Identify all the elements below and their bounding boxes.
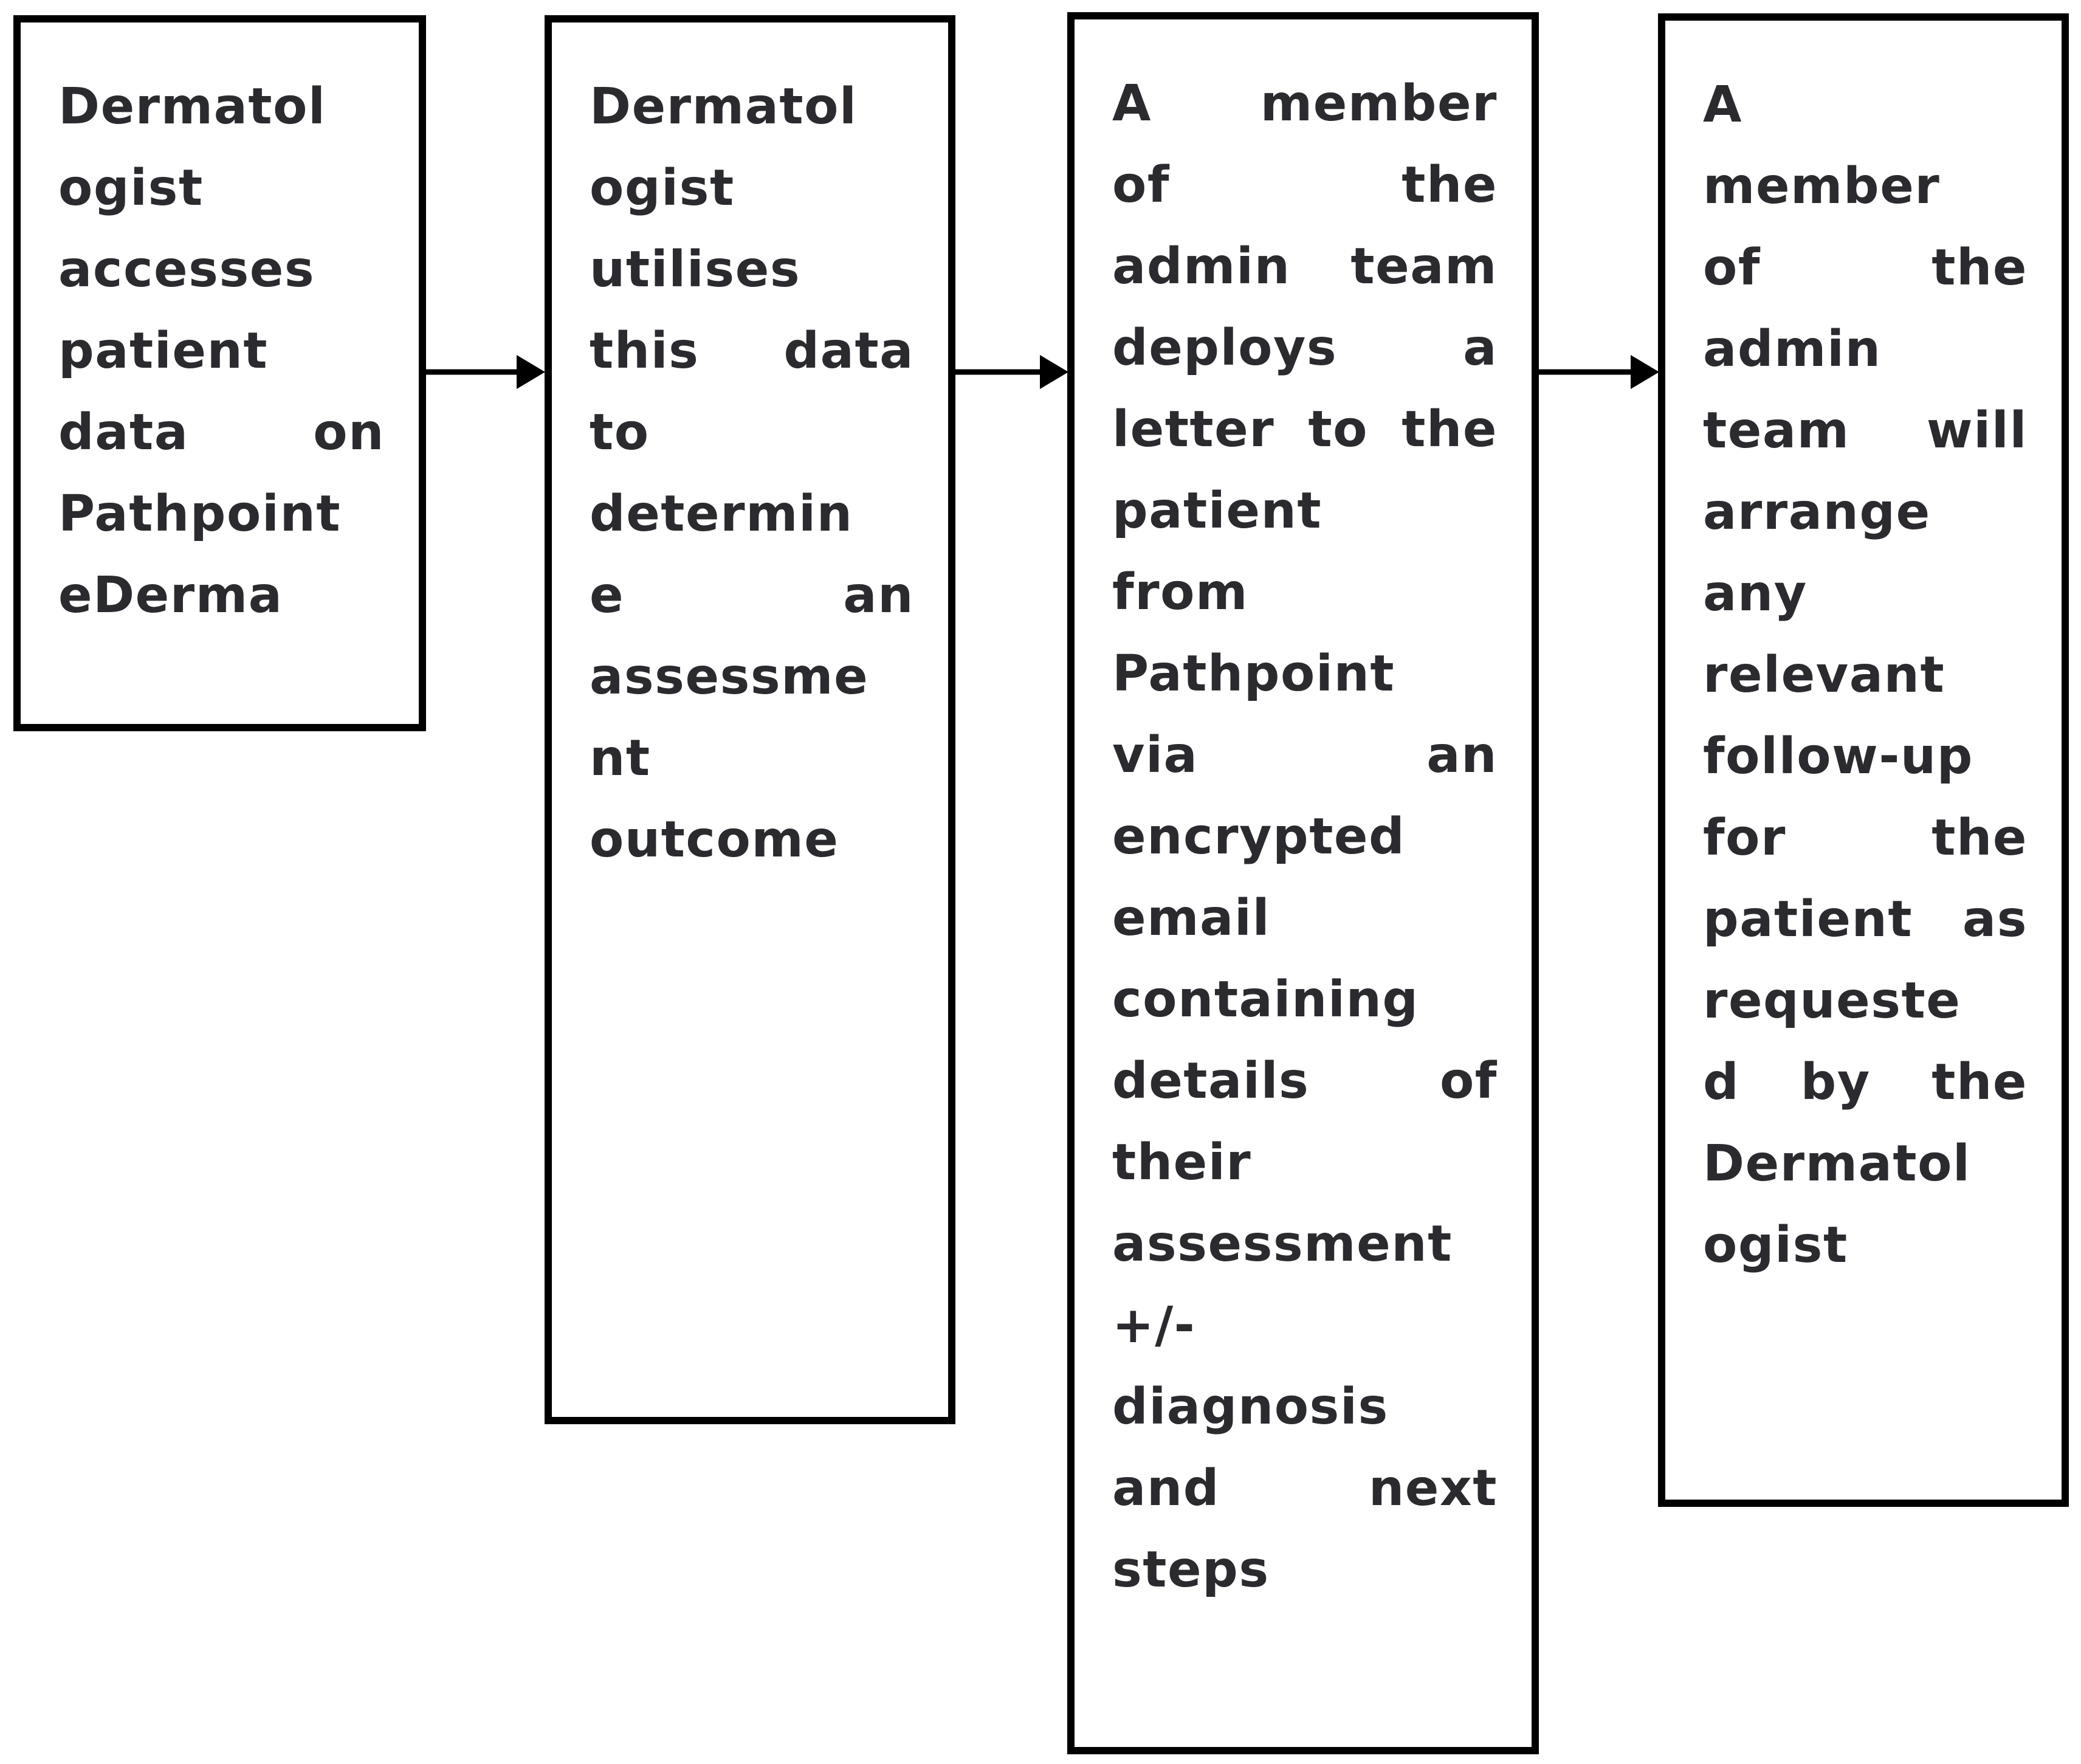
- text-line: of the: [1112, 156, 1498, 214]
- text-line: their: [1112, 1134, 1252, 1191]
- text-line: e an: [590, 567, 914, 624]
- text-line: A: [1703, 76, 1742, 134]
- text-line: ogist: [1703, 1216, 1848, 1274]
- text-line: letter to the: [1112, 401, 1498, 458]
- text-line: A member: [1112, 75, 1498, 133]
- text-line: containing: [1112, 971, 1419, 1028]
- text-line: of the: [1703, 239, 2028, 297]
- text-line: assessment: [1112, 1215, 1453, 1273]
- text-line: Dermatol: [1703, 1135, 1971, 1193]
- text-line: requeste: [1703, 972, 1961, 1030]
- arrowhead-right-icon: [1631, 355, 1659, 389]
- text-line: ogist: [590, 159, 735, 217]
- text-line: data on: [58, 404, 385, 461]
- flow-step-2-box: Dermatol ogist utilises this data to determin…: [545, 15, 955, 1424]
- text-line: to: [590, 404, 650, 461]
- text-line: member: [1703, 157, 1941, 215]
- arrow-3: [1536, 354, 1659, 390]
- arrow-shaft: [953, 369, 1042, 375]
- text-line: determin: [590, 485, 853, 543]
- text-line: patient: [1112, 482, 1323, 540]
- text-line: deploys a: [1112, 319, 1498, 377]
- text-line: patient as: [1703, 891, 2028, 948]
- text-line: steps: [1112, 1541, 1270, 1599]
- text-line: utilises: [590, 241, 801, 298]
- text-line: +/-: [1112, 1297, 1196, 1354]
- text-line: Dermatol: [590, 78, 858, 136]
- text-line: assessme: [590, 648, 869, 706]
- text-line: Pathpoint: [58, 485, 342, 543]
- arrowhead-right-icon: [517, 355, 545, 389]
- text-line: arrange: [1703, 483, 1931, 541]
- text-line: via an: [1112, 726, 1498, 784]
- text-line: admin team: [1112, 238, 1498, 295]
- text-line: outcome: [590, 811, 839, 869]
- arrow-shaft: [1536, 369, 1632, 375]
- text-line: details of: [1112, 1052, 1498, 1110]
- text-line: encrypted: [1112, 808, 1406, 866]
- arrow-2: [953, 354, 1068, 390]
- text-line: and next: [1112, 1459, 1498, 1517]
- text-line: d by the: [1703, 1053, 2028, 1111]
- text-line: relevant: [1703, 646, 1945, 704]
- flow-step-1-box: Dermatol ogist accesses patient data on Pathp…: [13, 15, 426, 731]
- arrow-shaft: [424, 369, 518, 375]
- text-line: ogist: [58, 159, 204, 217]
- text-line: patient: [58, 322, 269, 380]
- text-line: any: [1703, 565, 1808, 622]
- text-line: Pathpoint: [1112, 645, 1395, 703]
- text-line: admin: [1703, 320, 1882, 378]
- text-line: nt: [590, 729, 651, 787]
- text-line: accesses: [58, 241, 315, 298]
- text-line: for the: [1703, 809, 2028, 867]
- flow-step-3-box: A member of the admin team deploys a letter …: [1067, 12, 1539, 1754]
- arrow-1: [424, 354, 545, 390]
- text-line: email: [1112, 889, 1271, 947]
- text-line: eDerma: [58, 567, 283, 624]
- arrowhead-right-icon: [1040, 355, 1068, 389]
- text-line: team will: [1703, 402, 2028, 460]
- text-line: from: [1112, 563, 1248, 621]
- text-line: diagnosis: [1112, 1378, 1389, 1436]
- text-line: Dermatol: [58, 78, 326, 136]
- text-line: this data: [590, 322, 914, 380]
- text-line: follow-up: [1703, 728, 1973, 785]
